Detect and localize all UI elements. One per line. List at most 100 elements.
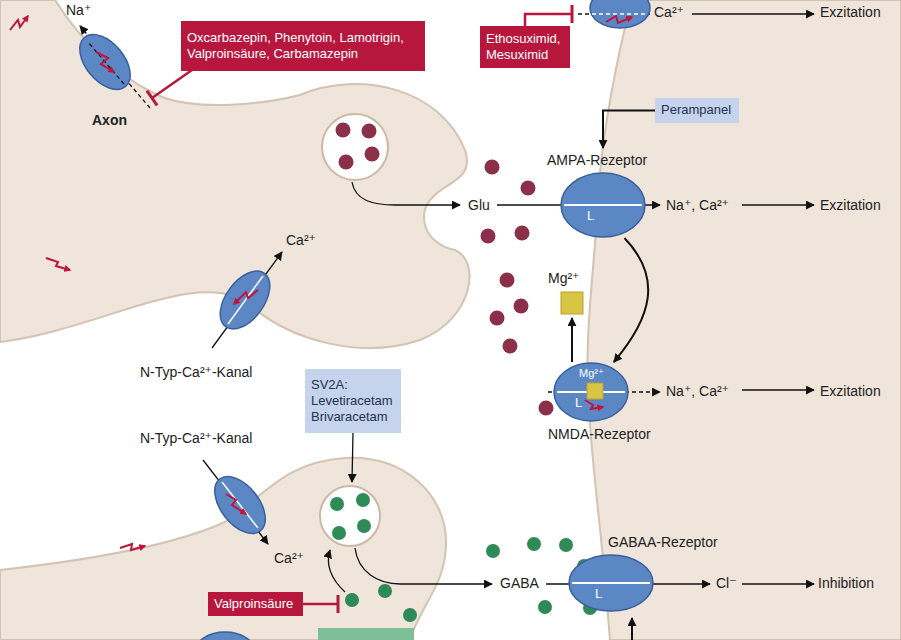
inhibition-line (152, 70, 192, 98)
glutamate-molecule (365, 147, 380, 162)
transporter (195, 632, 255, 640)
ion-pore (564, 204, 642, 206)
glutamate-molecule (521, 181, 536, 196)
drug-box: Perampanel (655, 98, 739, 123)
calcium-channel (210, 262, 280, 338)
ion-name: Na⁺ (66, 2, 91, 18)
ion-path (88, 42, 124, 84)
receptor-body (569, 555, 653, 611)
effect-label: Exzitation (820, 4, 881, 20)
box-text: Ethosuximid, Mesuximid (486, 31, 564, 64)
drug-box: Valproinsäure (208, 592, 303, 616)
ion-path (222, 482, 258, 528)
inhibition-line (525, 14, 572, 26)
activation-bolt (226, 494, 246, 514)
glutamate-molecule (500, 273, 515, 288)
glutamate-molecule (490, 311, 505, 326)
effect-label: Exzitation (820, 383, 881, 399)
ion-name: Mg²⁺ (579, 367, 604, 380)
release-arrow (355, 548, 492, 584)
drug-box: SV2A:Levetiracetam Brivaracetam (305, 369, 401, 433)
box-text: Oxcarbazepin, Phenytoin, Lamotrigin, Val… (187, 30, 419, 63)
receptor-body (561, 173, 645, 237)
ion-pore (572, 582, 650, 584)
action-potential-bolt (46, 258, 70, 270)
ion-path (548, 391, 660, 392)
release-arrow (352, 182, 460, 205)
transmitter-name: Glu (468, 197, 490, 213)
glutamate-molecule (503, 339, 518, 354)
inhibition-line (303, 603, 338, 606)
ligand-site: L (595, 587, 602, 602)
ion-name: Ca²⁺ (274, 550, 304, 566)
channel-name: N-Typ-Ca²⁺-Kanal (140, 430, 252, 446)
calcium-channel (205, 467, 276, 542)
gaba-molecule (527, 537, 541, 551)
excitation-arrow (692, 13, 814, 14)
connector-arrow (603, 111, 655, 149)
ion-path (592, 13, 648, 15)
binding-arrow (352, 433, 353, 482)
gaba-molecule (559, 538, 573, 552)
box-text: Levetiracetam Brivaracetam (311, 393, 395, 426)
channel-name: N-Typ-Ca²⁺-Kanal (140, 364, 252, 380)
gaba-molecule (345, 593, 359, 607)
receptor-outline (568, 554, 654, 612)
glutamate-molecule (339, 155, 354, 170)
ion-path (497, 204, 660, 205)
postsynaptic-cell (587, 0, 901, 640)
receptor-channel: GABAA-RezeptorL (568, 530, 654, 612)
drug-box: Ethosuximid, Mesuximid (480, 26, 570, 68)
activation-bolt (234, 290, 258, 304)
ligand-site: L (575, 396, 582, 411)
magnesium-block (587, 383, 603, 399)
transmitter-name: GABA (500, 575, 539, 591)
receptor-body (554, 363, 628, 421)
ion-name: Na⁺, Ca²⁺ (666, 383, 729, 399)
box-text: Valproinsäure (214, 596, 297, 612)
gaba-molecule (357, 519, 371, 533)
receptor-channel: AMPA-RezeptorL (560, 148, 646, 238)
sodium-channel (70, 25, 140, 98)
effect-label: Inhibition (818, 575, 874, 591)
gaba-molecule (486, 544, 500, 558)
receptor-name: GABAA-Rezeptor (608, 534, 718, 550)
inhibition-bar (571, 5, 574, 23)
gaba-molecule (332, 526, 346, 540)
glutamate-molecule (539, 401, 554, 416)
action-potential-bolt (10, 16, 28, 30)
box-heading: SV2A: (311, 377, 395, 393)
glutamate-molecule (481, 229, 496, 244)
ion-name: Ca²⁺ (654, 4, 684, 20)
drug-box: Oxcarbazepin, Phenytoin, Lamotrigin, Val… (181, 21, 425, 71)
glutamate-molecule (362, 124, 377, 139)
gaba-molecule (356, 493, 370, 507)
magnesium-ion (561, 292, 583, 314)
glutamate-molecule (514, 299, 529, 314)
activation-bolt (606, 16, 632, 23)
enzyme-box (318, 628, 414, 640)
unblock-arrow (571, 318, 573, 362)
vesicle (322, 114, 388, 180)
excitation-arrow (742, 389, 814, 390)
gaba-molecule (538, 600, 552, 614)
box-text: Perampanel (661, 102, 733, 118)
receptor-name: AMPA-Rezeptor (547, 152, 647, 168)
ion-name: Mg²⁺ (548, 270, 580, 286)
ligand-site: L (587, 209, 594, 224)
vesicle (320, 486, 380, 546)
effect-label: Exzitation (820, 197, 881, 213)
inhibition-bar (337, 595, 340, 613)
connector-arrow (614, 238, 648, 362)
glutamate-molecule (515, 226, 530, 241)
activation-bolt (96, 52, 114, 72)
ion-name: Cl⁻ (716, 575, 737, 591)
calcium-channel (590, 0, 650, 28)
presynaptic-glutamate-neuron (0, 0, 470, 348)
refill-arrow (329, 550, 345, 592)
structure-label: Axon (92, 112, 127, 128)
